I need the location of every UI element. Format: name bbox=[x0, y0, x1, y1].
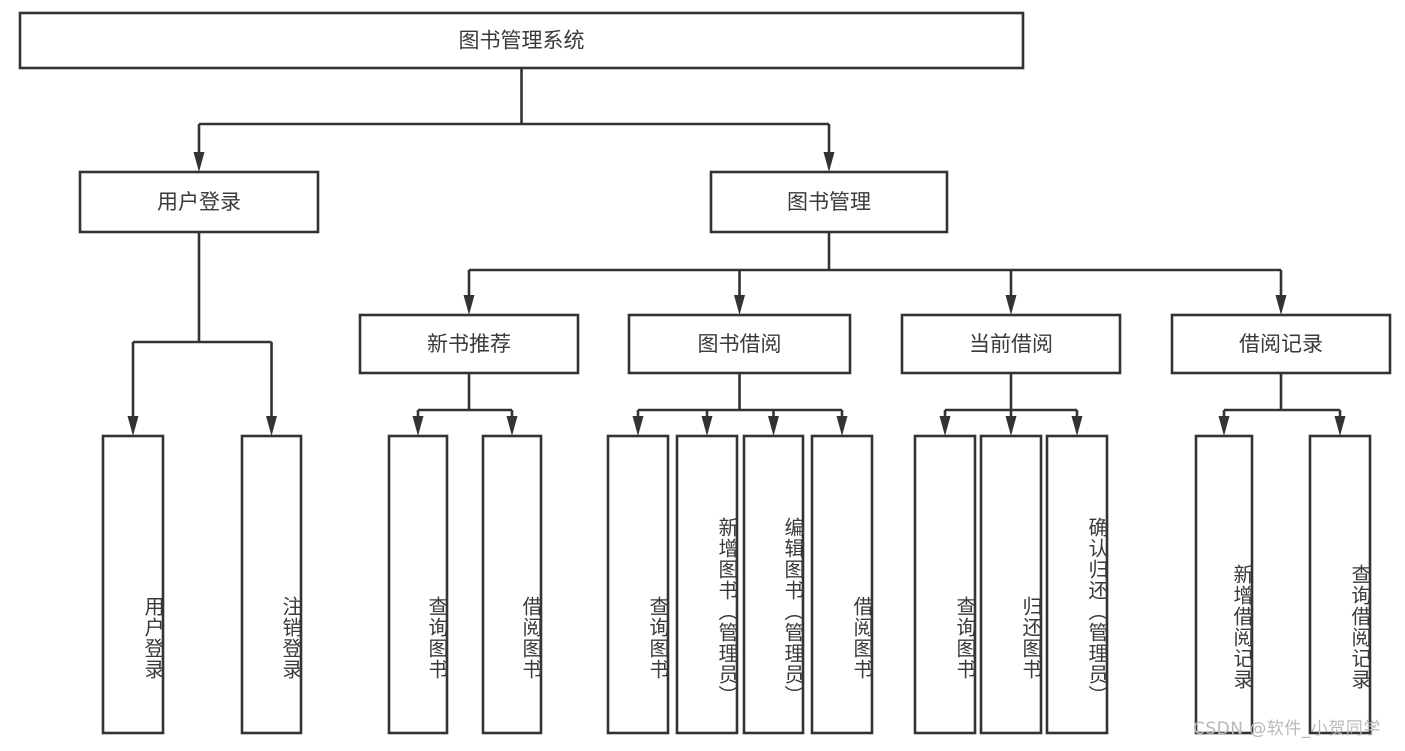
node-box-new-book-recommend bbox=[358, 313, 580, 375]
node-box-leaf-add-borrow-record bbox=[1194, 434, 1254, 735]
node-new-book-recommend: 新书推荐 bbox=[358, 313, 580, 375]
node-box-leaf-borrow-book bbox=[810, 434, 874, 735]
node-box-root bbox=[18, 11, 1025, 70]
node-leaf-query-borrow-record bbox=[1308, 434, 1372, 735]
arrow-borrow-record-to-leaf-add-borrow-record bbox=[1218, 416, 1230, 436]
node-book-manage: 图书管理 bbox=[709, 170, 949, 234]
node-box-leaf-add-book bbox=[675, 434, 739, 735]
node-box-leaf-edit-book bbox=[742, 434, 805, 735]
arrow-current-borrow-to-leaf-confirm-return bbox=[1071, 416, 1083, 436]
arrow-borrow-record-to-leaf-query-borrow-record bbox=[1334, 416, 1346, 436]
node-borrow-record: 借阅记录 bbox=[1170, 313, 1392, 375]
node-box-leaf-query-book-borrow bbox=[606, 434, 670, 735]
arrow-current-borrow-to-leaf-query-book-current bbox=[939, 416, 951, 436]
node-label-current-borrow: 当前借阅 bbox=[969, 332, 1053, 356]
node-label-new-book-recommend: 新书推荐 bbox=[427, 332, 511, 356]
node-box-leaf-return-book bbox=[979, 434, 1043, 735]
node-box-leaf-query-book-current bbox=[913, 434, 977, 735]
arrow-book-manage-to-current-borrow bbox=[1005, 295, 1017, 315]
arrow-root-to-user-login bbox=[193, 152, 205, 172]
node-leaf-query-book-current bbox=[913, 434, 977, 735]
node-box-leaf-query-book-recommend bbox=[387, 434, 449, 735]
node-leaf-logout-login bbox=[240, 434, 303, 735]
node-book-borrow: 图书借阅 bbox=[627, 313, 852, 375]
node-user-login: 用户登录 bbox=[78, 170, 320, 234]
arrow-user-login-to-leaf-logout-login bbox=[266, 416, 277, 436]
node-box-leaf-borrow-book-recommend bbox=[481, 434, 543, 735]
arrow-user-login-to-leaf-user-login bbox=[127, 416, 139, 436]
arrow-book-borrow-to-leaf-query-book-borrow bbox=[632, 416, 644, 436]
node-leaf-user-login bbox=[101, 434, 165, 735]
node-current-borrow: 当前借阅 bbox=[900, 313, 1122, 375]
node-leaf-confirm-return bbox=[1045, 434, 1109, 735]
node-label-book-borrow: 图书借阅 bbox=[698, 332, 782, 356]
arrow-book-borrow-to-leaf-borrow-book bbox=[836, 416, 848, 436]
arrow-book-manage-to-borrow-record bbox=[1275, 295, 1287, 315]
node-label-borrow-record: 借阅记录 bbox=[1239, 332, 1323, 356]
arrow-book-manage-to-book-borrow bbox=[734, 295, 745, 315]
node-box-leaf-logout-login bbox=[240, 434, 303, 735]
node-leaf-borrow-book-recommend bbox=[481, 434, 543, 735]
node-box-leaf-confirm-return bbox=[1045, 434, 1109, 735]
node-leaf-add-book bbox=[675, 434, 739, 735]
arrow-current-borrow-to-leaf-return-book bbox=[1005, 416, 1017, 436]
arrow-new-book-recommend-to-leaf-query-book-recommend bbox=[412, 416, 424, 436]
arrow-book-borrow-to-leaf-add-book bbox=[701, 416, 713, 436]
node-leaf-edit-book bbox=[742, 434, 805, 735]
node-leaf-query-book-borrow bbox=[606, 434, 670, 735]
csdn-watermark: CSDN @软件_小贺同学 bbox=[1193, 719, 1381, 739]
node-box-user-login bbox=[78, 170, 320, 234]
arrow-new-book-recommend-to-leaf-borrow-book-recommend bbox=[506, 416, 518, 436]
node-box-leaf-user-login bbox=[101, 434, 165, 735]
node-label-user-login: 用户登录 bbox=[157, 190, 241, 214]
node-leaf-borrow-book bbox=[810, 434, 874, 735]
arrow-book-manage-to-new-book-recommend bbox=[463, 295, 475, 315]
node-box-current-borrow bbox=[900, 313, 1122, 375]
arrow-book-borrow-to-leaf-edit-book bbox=[768, 416, 779, 436]
node-label-book-manage: 图书管理 bbox=[787, 190, 871, 214]
node-leaf-add-borrow-record bbox=[1194, 434, 1254, 735]
node-box-leaf-query-borrow-record bbox=[1308, 434, 1372, 735]
arrow-root-to-book-manage bbox=[823, 152, 835, 172]
node-leaf-query-book-recommend bbox=[387, 434, 449, 735]
node-leaf-return-book bbox=[979, 434, 1043, 735]
node-root: 图书管理系统 bbox=[18, 11, 1025, 70]
node-label-root: 图书管理系统 bbox=[459, 29, 585, 53]
